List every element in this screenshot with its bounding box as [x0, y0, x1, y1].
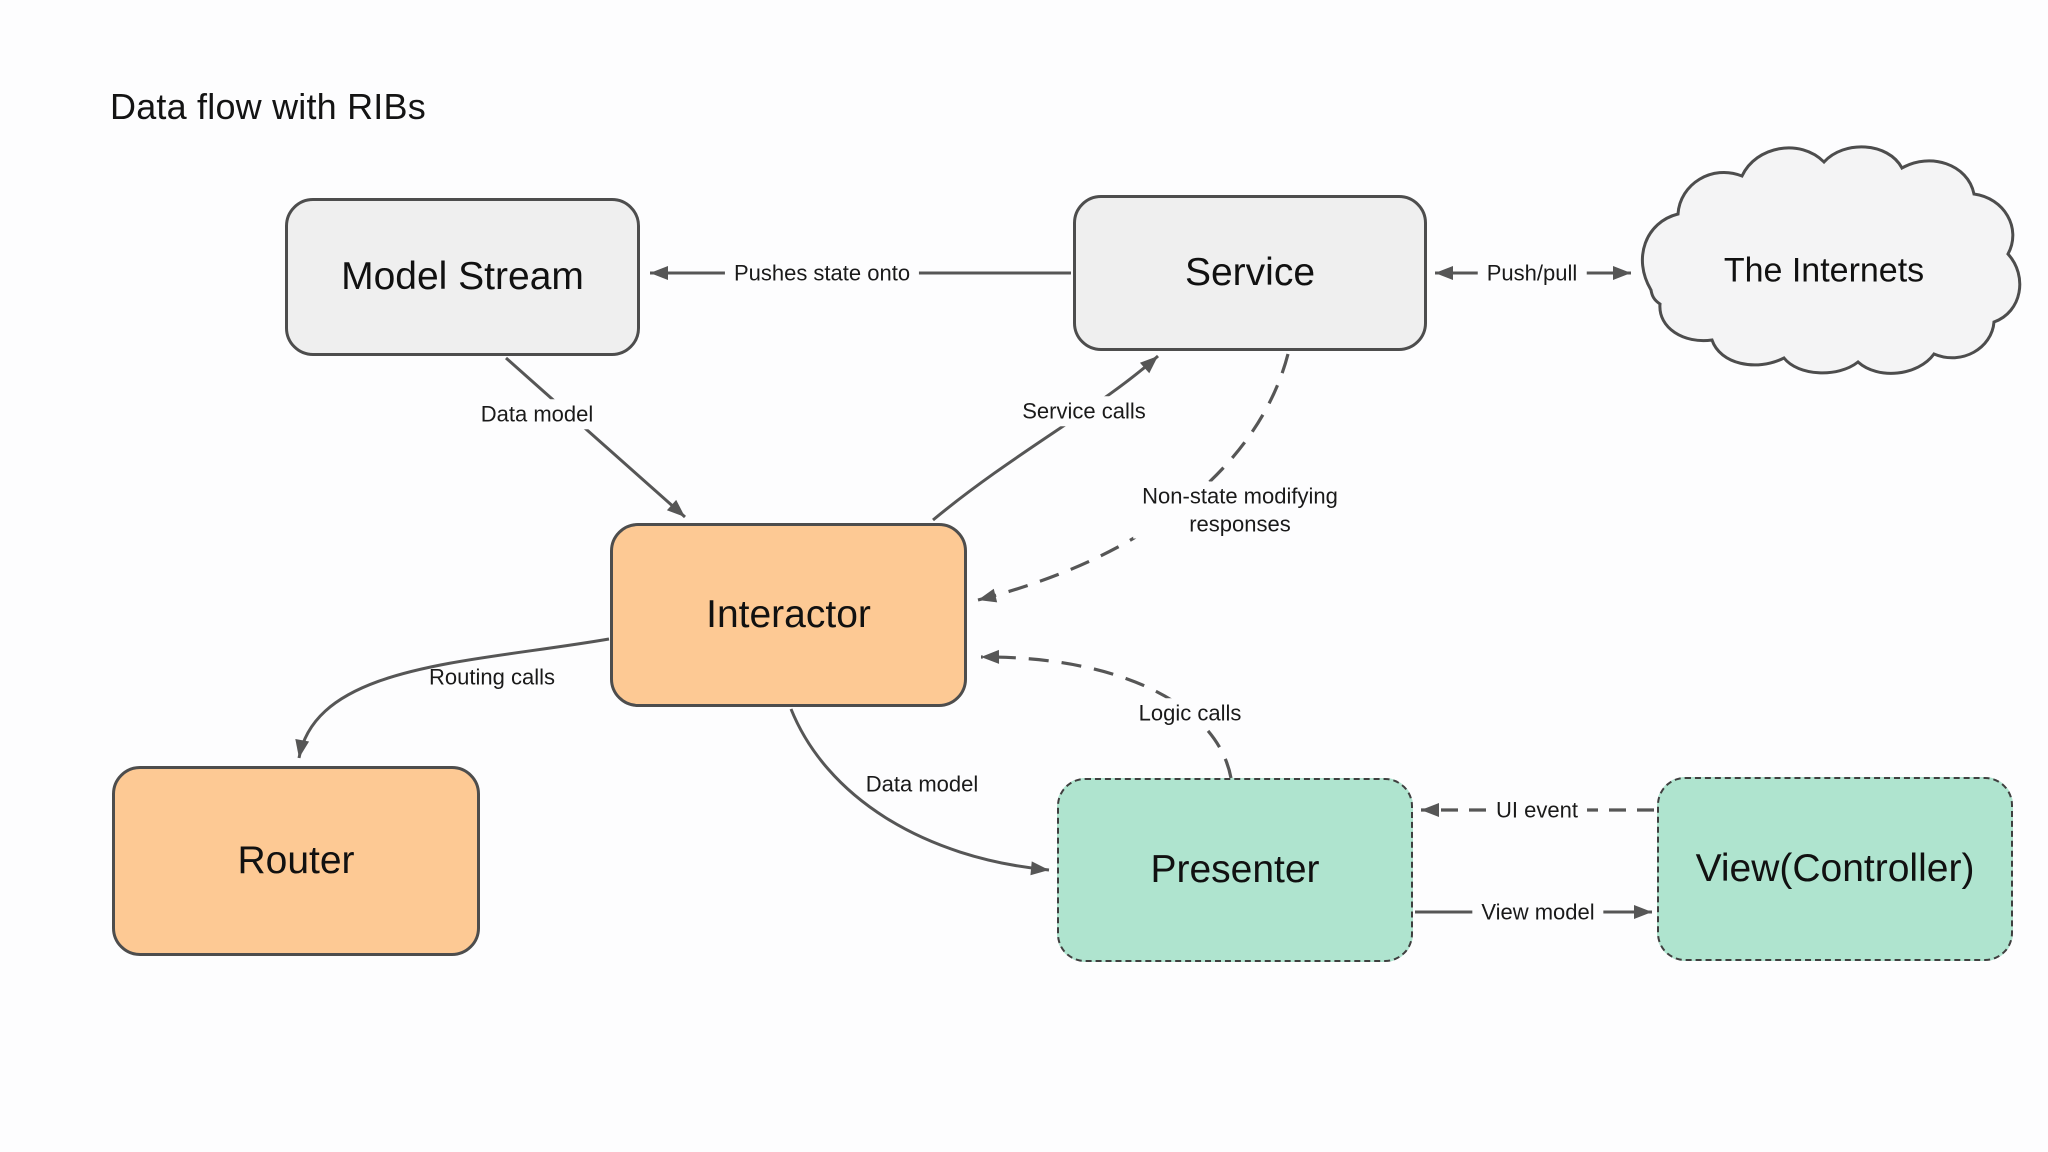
edge-data-model-bottom: [789, 708, 1050, 876]
edge-label-pushes-state: Pushes state onto: [724, 258, 920, 288]
node-view-controller-label: View(Controller): [1695, 847, 1975, 890]
node-presenter: Presenter: [1057, 778, 1413, 962]
node-interactor: Interactor: [610, 523, 967, 707]
node-model-stream: Model Stream: [285, 198, 640, 356]
node-internets-label: The Internets: [1723, 251, 1925, 290]
edge-label-data-model-top: Data model: [471, 399, 603, 429]
page-title: Data flow with RIBs: [110, 86, 426, 127]
edge-label-non-state-line1: Non-state modifying: [1142, 483, 1338, 509]
node-service-label: Service: [1184, 251, 1316, 294]
edge-label-view-model: View model: [1472, 897, 1604, 927]
node-view-controller: View(Controller): [1657, 777, 2013, 961]
node-presenter-label: Presenter: [1150, 848, 1320, 891]
node-model-stream-label: Model Stream: [341, 255, 584, 298]
node-interactor-label: Interactor: [706, 593, 871, 636]
edge-routing-calls: [295, 637, 610, 759]
node-service: Service: [1073, 195, 1427, 351]
edge-label-routing-calls: Routing calls: [429, 664, 555, 690]
edge-label-non-state-responses: Non-state modifying responses: [1133, 481, 1347, 539]
node-router: Router: [112, 766, 480, 956]
edge-logic-calls: [980, 649, 1233, 779]
edge-label-logic-calls: Logic calls: [1129, 698, 1251, 728]
edge-label-non-state-line2: responses: [1189, 511, 1291, 536]
edge-label-push-pull: Push/pull: [1477, 258, 1587, 288]
edge-label-service-calls: Service calls: [1013, 396, 1155, 426]
internet-cloud-shape: [1641, 145, 2022, 375]
edge-data-model-top: [505, 356, 686, 519]
edge-non-state-responses: [977, 353, 1290, 603]
edge-label-data-model-bottom: Data model: [865, 771, 979, 797]
node-router-label: Router: [237, 839, 355, 882]
edge-service-calls: [932, 354, 1160, 522]
edge-label-ui-event: UI event: [1487, 795, 1587, 825]
